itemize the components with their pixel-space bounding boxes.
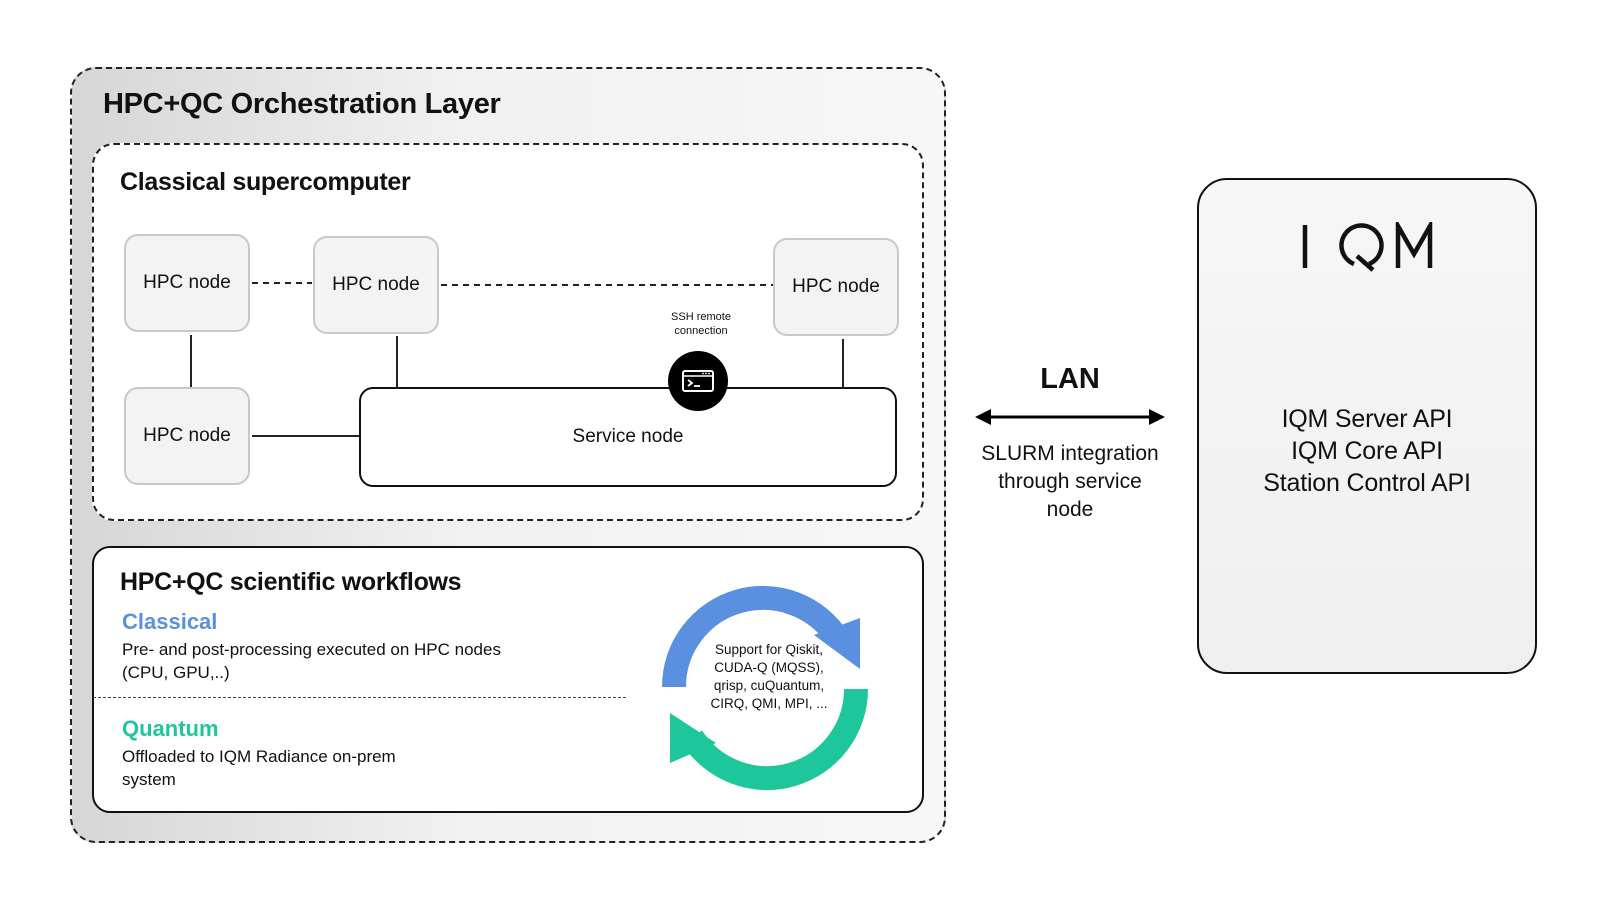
classical-workflow-description: Pre- and post-processing executed on HPC… [122, 640, 501, 682]
terminal-icon [668, 351, 728, 411]
classical-cycle-arrow [662, 585, 849, 688]
iqm-core-api-label: IQM Core API [1291, 437, 1443, 465]
classical-cycle-arrowhead [814, 618, 860, 669]
classical-supercomputer-title: Classical supercomputer [120, 168, 411, 196]
workflow-cycle-icon [662, 585, 868, 791]
scientific-workflows-title: HPC+QC scientific workflows [120, 568, 462, 596]
quantum-workflow-description: Offloaded to IQM Radiance on-prem system [122, 747, 396, 789]
lan-label: LAN [1040, 363, 1100, 395]
station-control-api-label: Station Control API [1263, 469, 1471, 497]
bidirectional-arrow-icon [975, 409, 1165, 425]
orchestration-layer-title: HPC+QC Orchestration Layer [103, 88, 501, 120]
iqm-server-api-label: IQM Server API [1281, 405, 1453, 433]
iqm-system-panel [1197, 178, 1537, 674]
hpc-node-3: HPC node [773, 238, 899, 336]
service-node: Service node [359, 387, 897, 487]
hpc-node-4: HPC node [124, 387, 250, 485]
workflow-divider [93, 697, 626, 698]
ssh-connection-label: SSH remote connection [671, 311, 731, 337]
quantum-workflow-title: Quantum [122, 716, 219, 741]
hpc-node-2: HPC node [313, 236, 439, 334]
slurm-integration-text: SLURM integration through service node [981, 442, 1159, 521]
iqm-logo [1302, 222, 1433, 272]
hpc-node-1: HPC node [124, 234, 250, 332]
quantum-cycle-arrow [681, 688, 868, 791]
framework-support-text: Support for Qiskit, CUDA-Q (MQSS), qrisp… [710, 642, 828, 711]
quantum-cycle-arrowhead [670, 713, 716, 763]
classical-workflow-title: Classical [122, 609, 218, 634]
